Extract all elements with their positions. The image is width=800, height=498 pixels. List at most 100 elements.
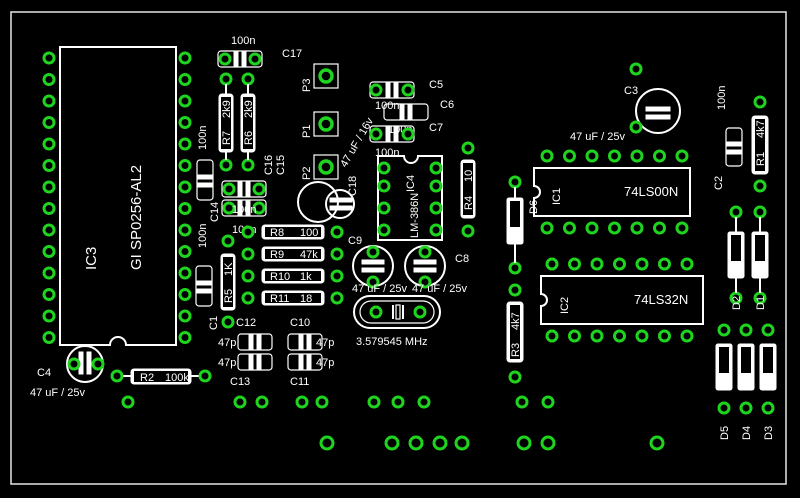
ic-pin-pad: [42, 116, 56, 129]
d2-ref: D2: [731, 296, 743, 310]
ic-pin-pad: [545, 257, 559, 271]
c13-ref: C13: [230, 376, 250, 388]
pad: [315, 395, 329, 409]
r2-resistor: R2 100k: [110, 368, 212, 385]
ic-pin-pad: [545, 329, 559, 343]
ic-pin-pad: [178, 288, 192, 301]
ic-pin-pad: [42, 180, 56, 194]
ic-pin-pad: [635, 329, 649, 343]
ic-pin-pad: [42, 223, 56, 237]
d1-ref: D1: [755, 296, 767, 310]
ic-pin-pad: [680, 329, 694, 343]
ic-pin-pad: [653, 221, 666, 235]
c4-ref: C4: [37, 367, 51, 379]
d3-ref: D3: [763, 426, 775, 440]
ic-pin-pad: [42, 331, 56, 344]
d2-diode: D2: [727, 205, 745, 310]
d6-diode: D6: [506, 175, 540, 275]
d4-ref: D4: [741, 426, 753, 440]
r10-ref: R10: [270, 271, 290, 283]
board-outline: [10, 11, 787, 485]
ic-pin-pad: [635, 257, 649, 271]
d3-diode: D3: [759, 323, 777, 440]
d4-diode: D4: [737, 323, 755, 440]
ic-pin-pad: [658, 329, 671, 343]
ic-pin-pad: [178, 202, 192, 215]
ic-pin-pad: [540, 149, 554, 163]
ic-pin-pad: [608, 221, 621, 235]
ic-pin-pad: [585, 149, 599, 163]
c15-ref: C15: [275, 155, 287, 175]
c18-ref: C18: [347, 176, 359, 196]
p3-testpoint: P3: [301, 63, 339, 92]
c10-ref: C10: [290, 317, 310, 329]
ic-pin-pad: [178, 223, 192, 237]
ic-pin-pad: [178, 266, 192, 280]
c9-ref: C9: [348, 235, 362, 247]
c16-capacitor: [221, 180, 267, 198]
r3-resistor: R3 4k7: [506, 283, 524, 384]
ic4-ref: IC4: [405, 175, 417, 192]
r11-ref: R11: [270, 293, 289, 305]
c5-value: 100n: [375, 100, 399, 112]
r10-resistor: R10 1k: [241, 268, 344, 284]
ic-pin-pad: [42, 94, 56, 108]
ic-pin-pad: [42, 266, 56, 280]
r6-ref: R6: [243, 131, 255, 145]
r5-resistor: R5 1K: [220, 234, 236, 329]
r4-value: 10: [463, 170, 475, 182]
r7-resistor: R7 2k9: [218, 72, 234, 172]
ic-pin-pad: [178, 159, 192, 172]
ic-pin-pad: [630, 149, 644, 163]
r8-resistor: R8 100: [241, 224, 344, 240]
ic-pin-pad: [42, 137, 56, 151]
c17-capacitor: 100n C17: [217, 35, 302, 68]
c2-capacitor: 100n C2: [713, 86, 743, 190]
pad: [121, 395, 135, 409]
ic1-value: 74LS00N: [624, 184, 678, 199]
ic4-value: LM-386N: [409, 193, 421, 238]
c16-ref: C16: [263, 155, 275, 175]
c8-ref: C8: [455, 253, 469, 265]
r4-ref: R4: [463, 196, 475, 210]
ic-pin-pad: [613, 329, 626, 343]
ic-pin-pad: [178, 137, 192, 151]
ic-pin-pad: [658, 257, 671, 271]
ic-pin-pad: [590, 329, 604, 343]
ic-pin-pad: [563, 221, 576, 235]
ic-pin-pad: [42, 202, 56, 215]
ic-pin-pad: [613, 257, 626, 271]
c7-ref: C7: [429, 122, 443, 134]
d5-ref: D5: [719, 426, 731, 440]
ic-pin-pad: [608, 149, 621, 163]
c2-value: 100n: [716, 86, 728, 110]
pad: [233, 395, 247, 409]
d1-diode: D1: [751, 205, 769, 310]
ic2-ref: IC2: [559, 297, 571, 314]
r3-value: 4k7: [510, 312, 522, 330]
c3-value: 47 uF / 25v: [570, 131, 626, 143]
r4-resistor: R4 10: [460, 141, 476, 238]
ic-pin-pad: [42, 288, 56, 301]
r6-resistor: R6 2k9: [240, 72, 256, 172]
c9-capacitor: C9 47 uF / 25v: [348, 235, 408, 295]
ic-pin-pad: [568, 329, 581, 343]
r2-ref: R2: [140, 372, 154, 384]
ic-pin-pad: [178, 116, 192, 129]
c16-side-capacitor: 100n: [196, 126, 214, 201]
ic-pin-pad: [42, 73, 56, 86]
c17-value: 100n: [231, 35, 255, 47]
ic-pin-pad: [585, 221, 599, 235]
r8-value: 100: [300, 227, 318, 239]
r1-resistor: R1 4k7: [751, 95, 769, 193]
ic-pin-pad: [653, 149, 666, 163]
ic-pin-pad: [563, 149, 576, 163]
c10-c11-capacitors: C10 47p 47p C11: [287, 317, 334, 388]
c15-value: 100n: [232, 204, 256, 216]
d5-diode: D5: [715, 323, 733, 440]
c10-value: 47p: [316, 337, 334, 349]
ic-pin-pad: [42, 309, 56, 323]
r2-value: 100k: [165, 372, 189, 384]
ic2-value: 74LS32N: [634, 292, 688, 307]
ic-pin-pad: [590, 257, 604, 271]
